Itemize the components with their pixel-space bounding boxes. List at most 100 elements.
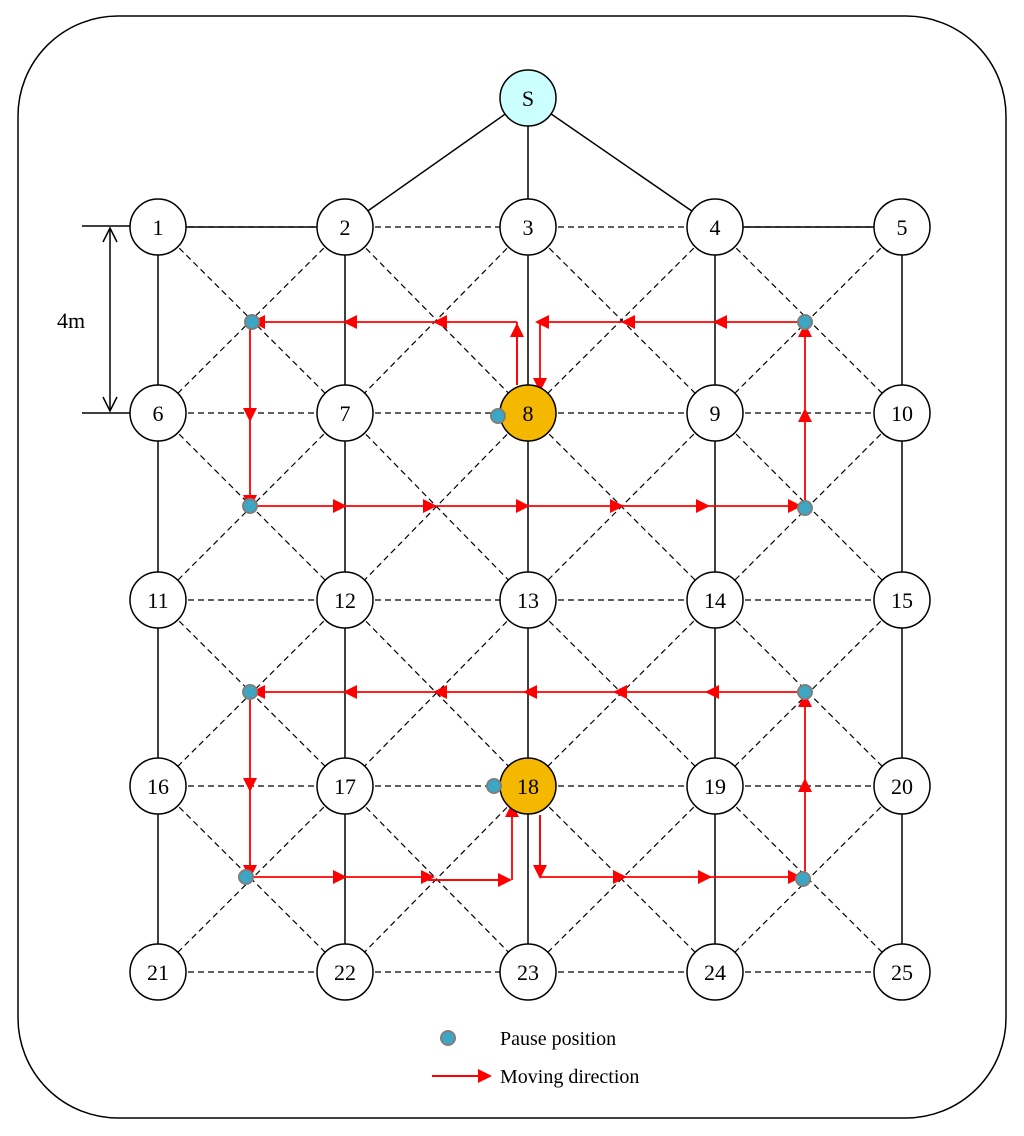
node-circle bbox=[873, 943, 931, 1001]
node-label: 4 bbox=[710, 215, 721, 240]
node-circle bbox=[316, 757, 374, 815]
legend: Pause position Moving direction bbox=[432, 1028, 639, 1088]
sensor-node-11: 11 bbox=[129, 571, 187, 629]
node-circle bbox=[686, 198, 744, 256]
legend-pause-label: Pause position bbox=[500, 1028, 616, 1050]
sensor-node-25: 25 bbox=[873, 943, 931, 1001]
sink-label: S bbox=[522, 86, 534, 111]
pause-position-marker bbox=[242, 498, 258, 514]
node-circle bbox=[316, 943, 374, 1001]
pause-position-marker bbox=[797, 684, 813, 700]
sensor-node-16: 16 bbox=[129, 757, 187, 815]
pause-positions bbox=[238, 314, 813, 887]
sensor-node-15: 15 bbox=[873, 571, 931, 629]
sensor-node-5: 5 bbox=[873, 198, 931, 256]
sink-node: S bbox=[499, 69, 557, 127]
node-circle bbox=[129, 571, 187, 629]
node-circle bbox=[316, 198, 374, 256]
pause-position-marker bbox=[795, 871, 811, 887]
sensor-node-10: 10 bbox=[873, 384, 931, 442]
node-label: 22 bbox=[334, 960, 356, 985]
node-circle bbox=[686, 384, 744, 442]
node-label: 18 bbox=[517, 774, 539, 799]
node-circle bbox=[873, 571, 931, 629]
sensor-node-12: 12 bbox=[316, 571, 374, 629]
sensor-node-8: 8 bbox=[499, 384, 557, 442]
pause-position-marker bbox=[490, 408, 506, 424]
solid-link bbox=[344, 97, 529, 228]
node-label: 25 bbox=[891, 960, 913, 985]
node-label: 8 bbox=[523, 401, 534, 426]
node-circle bbox=[686, 757, 744, 815]
sensor-node-19: 19 bbox=[686, 757, 744, 815]
node-circle bbox=[686, 943, 744, 1001]
node-label: 13 bbox=[517, 588, 539, 613]
sensor-node-17: 17 bbox=[316, 757, 374, 815]
sensor-node-6: 6 bbox=[129, 384, 187, 442]
sensor-node-14: 14 bbox=[686, 571, 744, 629]
pause-position-marker bbox=[797, 314, 813, 330]
solid-links bbox=[157, 97, 903, 972]
legend-pause-marker bbox=[440, 1030, 456, 1046]
pause-position-marker bbox=[486, 778, 502, 794]
mobile-paths bbox=[243, 315, 812, 887]
node-label: 12 bbox=[334, 588, 356, 613]
sensor-node-3: 3 bbox=[499, 198, 557, 256]
node-label: 6 bbox=[153, 401, 164, 426]
node-label: 1 bbox=[153, 215, 164, 240]
node-circle bbox=[873, 198, 931, 256]
node-circle bbox=[686, 571, 744, 629]
node-label: 7 bbox=[340, 401, 351, 426]
node-circle bbox=[129, 943, 187, 1001]
sensor-node-20: 20 bbox=[873, 757, 931, 815]
sensor-node-18: 18 bbox=[499, 757, 557, 815]
node-circle bbox=[499, 198, 557, 256]
sensor-node-2: 2 bbox=[316, 198, 374, 256]
node-circle bbox=[499, 943, 557, 1001]
node-label: 10 bbox=[891, 401, 913, 426]
sensor-node-13: 13 bbox=[499, 571, 557, 629]
node-circle bbox=[873, 384, 931, 442]
node-label: 16 bbox=[147, 774, 169, 799]
solid-link bbox=[527, 97, 716, 228]
sensor-node-23: 23 bbox=[499, 943, 557, 1001]
legend-moving-label: Moving direction bbox=[500, 1066, 639, 1088]
node-circle bbox=[129, 198, 187, 256]
node-label: 17 bbox=[334, 774, 356, 799]
node-label: 2 bbox=[340, 215, 351, 240]
node-circle bbox=[873, 757, 931, 815]
sink-circle bbox=[499, 69, 557, 127]
node-label: 9 bbox=[710, 401, 721, 426]
node-label: 15 bbox=[891, 588, 913, 613]
node-label: 24 bbox=[704, 960, 726, 985]
node-circle bbox=[316, 384, 374, 442]
node-circle bbox=[129, 384, 187, 442]
sensor-node-7: 7 bbox=[316, 384, 374, 442]
sensor-node-21: 21 bbox=[129, 943, 187, 1001]
node-label: 19 bbox=[704, 774, 726, 799]
node-label: 5 bbox=[897, 215, 908, 240]
node-circle bbox=[499, 571, 557, 629]
sensor-node-24: 24 bbox=[686, 943, 744, 1001]
pause-position-marker bbox=[244, 314, 260, 330]
pause-position-marker bbox=[242, 684, 258, 700]
node-label: 20 bbox=[891, 774, 913, 799]
sensor-node-22: 22 bbox=[316, 943, 374, 1001]
node-label: 21 bbox=[147, 960, 169, 985]
sensor-node-1: 1 bbox=[129, 198, 187, 256]
dimension-label: 4m bbox=[57, 308, 85, 333]
sensor-node-4: 4 bbox=[686, 198, 744, 256]
node-label: 11 bbox=[147, 588, 168, 613]
node-label: 3 bbox=[523, 215, 534, 240]
dashed-link bbox=[344, 785, 529, 973]
node-label: 14 bbox=[704, 588, 726, 613]
pause-position-marker bbox=[797, 500, 813, 516]
node-circle bbox=[316, 571, 374, 629]
node-circle bbox=[129, 757, 187, 815]
sensor-node-9: 9 bbox=[686, 384, 744, 442]
node-label: 23 bbox=[517, 960, 539, 985]
outer-frame bbox=[17, 15, 1007, 1119]
dimension-marker: 4m bbox=[57, 225, 132, 414]
pause-position-marker bbox=[238, 869, 254, 885]
